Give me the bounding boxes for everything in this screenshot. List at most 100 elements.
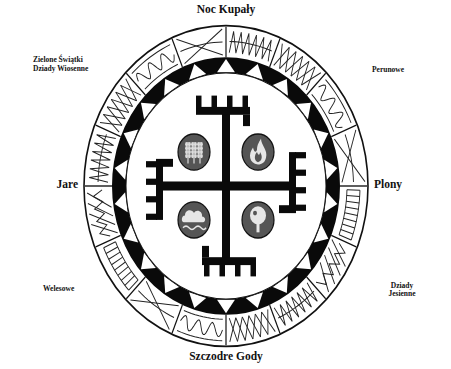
ornament-line [132,45,170,74]
band-triangle [324,160,337,180]
ornament-line [345,135,353,182]
end-bar [202,257,256,265]
ornament-line [341,229,353,234]
ornament-line [230,41,272,50]
end-tooth [146,161,157,167]
wheat-grain [197,146,200,150]
ornament-line [344,218,357,221]
end-tooth [204,264,210,276]
end-bar [289,152,296,213]
end-bar [156,159,163,220]
ornament-line [285,56,302,72]
segment-divider [331,125,356,137]
ornament-line [229,31,271,61]
ornament-line [242,317,253,339]
segment-divider [307,73,326,95]
festival-label: Jare [56,178,78,190]
fire-flame [250,139,266,165]
segment-divider [172,305,182,333]
medallion-disc [242,134,274,170]
arm-end [146,159,173,220]
festival-label: Szczodre Gody [189,350,263,362]
end-tooth [146,196,157,202]
segment-divider [270,39,280,67]
wheat-grain [191,146,194,150]
segment-divider [96,125,121,137]
ornament-segment [339,186,367,240]
wheat-grain [194,150,197,154]
festival-label: Perunowe [372,66,404,74]
ornament-line [302,73,321,85]
outer-ring [84,26,368,347]
medallion-disc [178,134,210,170]
ornament-line [115,262,126,270]
segment-divider [225,315,226,346]
ornament-line [347,189,360,190]
ornament-line [129,280,138,290]
ornament-line [126,79,137,101]
wheat-grain [188,150,191,154]
ornament-line [100,122,122,125]
end-tooth [235,264,241,276]
wheat-grain [191,142,194,146]
festival-label: Plony [374,178,402,190]
end-tooth [295,205,306,211]
segment-divider [126,73,145,95]
ornament-line [245,316,249,341]
ornament-line [109,252,120,259]
ornament-line [125,276,135,286]
segment-divider [331,235,356,247]
black-band [119,65,333,307]
end-hook [163,159,173,167]
ornament-segment [226,27,272,62]
tree-crown-shade [253,211,257,216]
ornament-line [342,130,356,182]
wheat-grain [197,154,200,158]
wheat-grain [197,150,200,154]
end-hook [243,115,250,126]
end-hook [279,205,289,213]
segment-divider [307,277,326,299]
ornament-line [342,224,354,228]
wheat-grain [191,154,194,158]
ornament-line [326,80,352,123]
cloud-shape [182,210,205,222]
element-medallion [242,202,274,238]
ornament-line [345,213,358,216]
ornament-line [339,190,347,235]
wheat-grain [188,154,191,158]
ornament-line [176,39,222,55]
ornament-line [346,201,359,203]
medallion-disc [178,202,210,238]
water-wave [183,226,206,229]
ornament-line [118,267,128,276]
wheat-grain [185,142,188,146]
wheat-grain [188,142,191,146]
end-tooth [220,264,226,276]
ornament-line [111,99,125,118]
inner-circle [126,73,326,299]
end-tooth [295,187,306,193]
ornament-line [236,318,245,341]
end-tooth [251,264,257,276]
ornament-line [347,196,360,197]
arm-end [196,96,250,127]
element-medallion [242,134,274,170]
ornament-line [89,135,116,183]
segment-divider [270,305,280,333]
festival-label: Noc Kupały [197,3,255,15]
segment-divider [172,39,182,67]
end-tooth [295,152,306,158]
segment-divider [225,27,226,58]
ornament-line [93,190,110,236]
festival-label: Dziady Wiosenne [33,65,88,73]
festival-label: Dziady Jesienne [380,282,424,298]
ornament-line [98,134,106,182]
segment-divider [85,185,112,186]
wheat-grain [200,146,203,150]
end-tooth [196,96,202,108]
band-triangle [115,192,128,212]
segment-divider [96,235,121,247]
arm-end [202,246,256,277]
